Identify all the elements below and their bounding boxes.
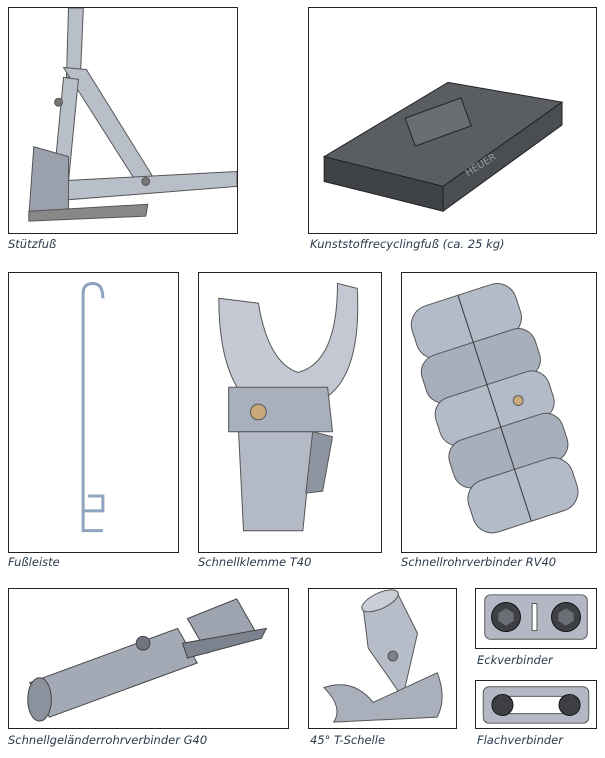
product-image-eckverbinder [475, 588, 597, 649]
caption-g40: Schnellgeländerrohrverbinder G40 [8, 733, 208, 747]
product-image-t-schelle [308, 588, 457, 729]
caption-eckverbinder: Eckverbinder [477, 653, 553, 667]
product-image-g40 [8, 588, 289, 729]
product-image-rv40 [401, 272, 597, 553]
caption-schnellklemme: Schnellklemme T40 [198, 555, 312, 569]
product-image-stuetzfuss [8, 7, 238, 234]
product-image-fussleiste [8, 272, 179, 553]
caption-stuetzfuss: Stützfuß [8, 237, 57, 251]
product-image-schnellklemme [198, 272, 382, 553]
caption-kunststofffuss: Kunststoffrecyclingfuß (ca. 25 kg) [310, 237, 505, 251]
caption-flachverbinder: Flachverbinder [477, 733, 563, 747]
caption-fussleiste: Fußleiste [8, 555, 60, 569]
caption-t-schelle: 45° T-Schelle [310, 733, 386, 747]
product-image-flachverbinder [475, 680, 597, 729]
caption-rv40: Schnellrohrverbinder RV40 [401, 555, 557, 569]
product-image-kunststofffuss: HEUER [308, 7, 597, 234]
